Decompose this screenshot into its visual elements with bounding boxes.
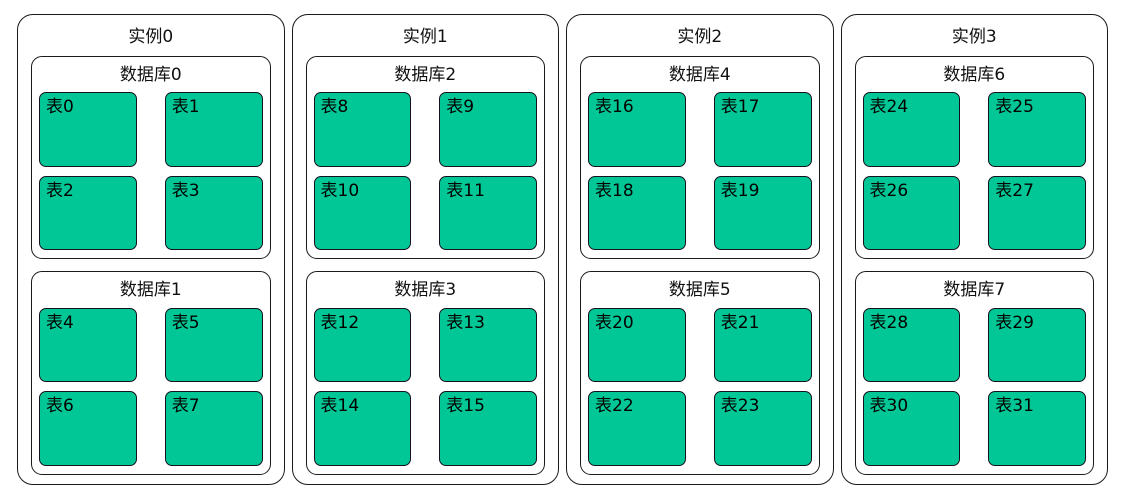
instance-container-2[interactable]: 实例2 数据库4 表16 表17 表18 表19 数据库5 表20 表21 表2… [566,14,834,485]
database-stack-1: 数据库2 表8 表9 表10 表11 数据库3 表12 表13 表14 表15 [305,55,545,475]
database-stack-3: 数据库6 表24 表25 表26 表27 数据库7 表28 表29 表30 表3… [854,55,1094,475]
table-node[interactable]: 表22 [588,391,686,466]
table-node[interactable]: 表7 [164,391,263,466]
database-container-4[interactable]: 数据库4 表16 表17 表18 表19 [580,55,820,260]
table-node[interactable]: 表18 [588,175,686,251]
table-node[interactable]: 表29 [988,307,1086,383]
table-grid-7: 表28 表29 表30 表31 [862,307,1086,466]
table-grid-0: 表0 表1 表2 表3 [39,92,263,251]
table-grid-1: 表4 表5 表6 表7 [39,307,263,466]
database-title-5: 数据库5 [668,280,731,301]
database-container-6[interactable]: 数据库6 表24 表25 表26 表27 [854,55,1094,260]
database-stack-0: 数据库0 表0 表1 表2 表3 数据库1 表4 表5 表6 表7 [31,55,271,475]
table-node[interactable]: 表11 [439,175,537,251]
instance-container-1[interactable]: 实例1 数据库2 表8 表9 表10 表11 数据库3 表12 表13 表14 … [291,14,559,485]
database-container-7[interactable]: 数据库7 表28 表29 表30 表31 [854,271,1094,475]
database-title-3: 数据库3 [394,280,457,301]
table-node[interactable]: 表9 [439,92,537,167]
table-node[interactable]: 表31 [988,391,1086,466]
database-container-3[interactable]: 数据库3 表12 表13 表14 表15 [305,271,545,475]
table-node[interactable]: 表4 [39,307,137,383]
database-title-4: 数据库4 [668,64,731,85]
database-title-0: 数据库0 [119,64,182,85]
database-container-2[interactable]: 数据库2 表8 表9 表10 表11 [305,55,545,260]
table-node[interactable]: 表19 [713,175,812,251]
table-node[interactable]: 表23 [713,391,812,466]
instance-title-1: 实例1 [402,27,448,47]
table-node[interactable]: 表6 [39,391,137,466]
database-title-6: 数据库6 [943,64,1006,85]
table-node[interactable]: 表15 [439,391,537,466]
table-node[interactable]: 表20 [588,307,686,383]
table-grid-2: 表8 表9 表10 表11 [313,92,537,251]
table-node[interactable]: 表1 [164,92,263,167]
table-node[interactable]: 表5 [164,307,263,383]
table-node[interactable]: 表3 [164,175,263,251]
table-node[interactable]: 表27 [988,175,1086,251]
table-grid-3: 表12 表13 表14 表15 [313,307,537,466]
table-node[interactable]: 表14 [313,391,412,466]
table-node[interactable]: 表21 [713,307,812,383]
instance-title-0: 实例0 [128,27,174,47]
instance-container-0[interactable]: 实例0 数据库0 表0 表1 表2 表3 数据库1 表4 表5 表6 表7 [17,14,285,485]
table-node[interactable]: 表8 [313,92,412,167]
database-title-7: 数据库7 [943,280,1006,301]
database-title-1: 数据库1 [119,280,182,301]
database-container-5[interactable]: 数据库5 表20 表21 表22 表23 [580,271,820,475]
table-node[interactable]: 表25 [988,92,1086,167]
table-node[interactable]: 表0 [39,92,137,167]
table-node[interactable]: 表24 [862,92,961,167]
database-container-1[interactable]: 数据库1 表4 表5 表6 表7 [31,271,271,475]
database-container-0[interactable]: 数据库0 表0 表1 表2 表3 [31,55,271,260]
table-node[interactable]: 表17 [713,92,812,167]
table-node[interactable]: 表10 [313,175,412,251]
table-grid-4: 表16 表17 表18 表19 [588,92,812,251]
table-node[interactable]: 表13 [439,307,537,383]
table-grid-5: 表20 表21 表22 表23 [588,307,812,466]
table-node[interactable]: 表28 [862,307,961,383]
table-node[interactable]: 表2 [39,175,137,251]
instance-title-3: 实例3 [951,27,997,47]
instance-container-3[interactable]: 实例3 数据库6 表24 表25 表26 表27 数据库7 表28 表29 表3… [840,14,1108,485]
instance-title-2: 实例2 [677,27,723,47]
table-node[interactable]: 表26 [862,175,961,251]
table-node[interactable]: 表30 [862,391,961,466]
database-title-2: 数据库2 [394,64,457,85]
table-grid-6: 表24 表25 表26 表27 [862,92,1086,251]
database-stack-2: 数据库4 表16 表17 表18 表19 数据库5 表20 表21 表22 表2… [580,55,820,475]
table-node[interactable]: 表16 [588,92,686,167]
table-node[interactable]: 表12 [313,307,412,383]
